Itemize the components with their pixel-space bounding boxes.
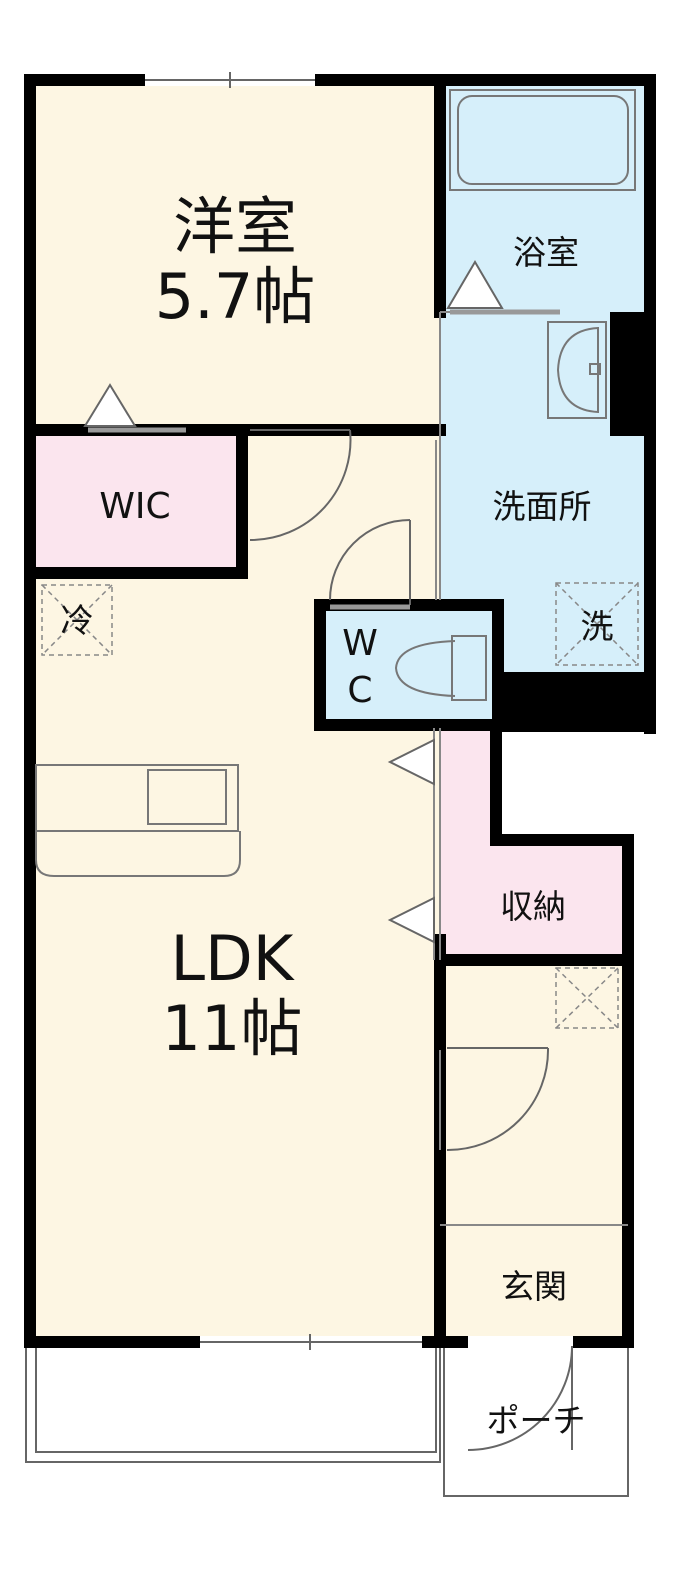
- storage-label: 収納: [500, 887, 566, 926]
- sink-icon: [147, 769, 227, 825]
- washroom-label: 洗面所: [493, 487, 592, 526]
- toilet-label-w: W: [342, 623, 378, 664]
- kitchen-counter-icon: [35, 764, 241, 877]
- wall-block-lower: [496, 672, 656, 732]
- room-fills: [30, 80, 650, 1342]
- ldk-size: 11帖: [162, 992, 303, 1065]
- wic-fill: [30, 430, 242, 573]
- bathtub-icon: [449, 89, 636, 191]
- toilet-label-c: C: [347, 670, 372, 711]
- shoe-cabinet-space: [555, 967, 619, 1029]
- toilet-fill: [320, 605, 492, 725]
- fridge-label: 冷: [61, 601, 94, 640]
- room-labels: 洋室 5.7帖 LDK 11帖 WIC 浴室 洗面所 W C 収納 玄関 ポーチ…: [61, 190, 614, 1440]
- bath-label: 浴室: [513, 233, 579, 272]
- washer-space: [555, 582, 639, 666]
- washer-label: 洗: [581, 607, 614, 646]
- door-tracks: [88, 309, 560, 610]
- entrance-label: 玄関: [501, 1267, 567, 1306]
- windows: [145, 72, 573, 1350]
- ldk-name: LDK: [171, 922, 295, 995]
- fridge-space: [41, 584, 113, 656]
- ldk-fill: [30, 430, 440, 1342]
- wic-label: WIC: [99, 486, 170, 527]
- western-room-name: 洋室: [173, 190, 297, 263]
- door-swings: [249, 429, 573, 1451]
- porch-label: ポーチ: [487, 1401, 586, 1440]
- western-room-fill: [30, 80, 440, 430]
- washbasin-icon: [547, 321, 607, 419]
- door-markers: [83, 260, 504, 944]
- wall-block-upper: [610, 312, 650, 436]
- entrance-fill: [440, 960, 628, 1342]
- balcony: [25, 1345, 441, 1463]
- western-room-size: 5.7帖: [155, 260, 316, 333]
- toilet-icon: [394, 635, 487, 701]
